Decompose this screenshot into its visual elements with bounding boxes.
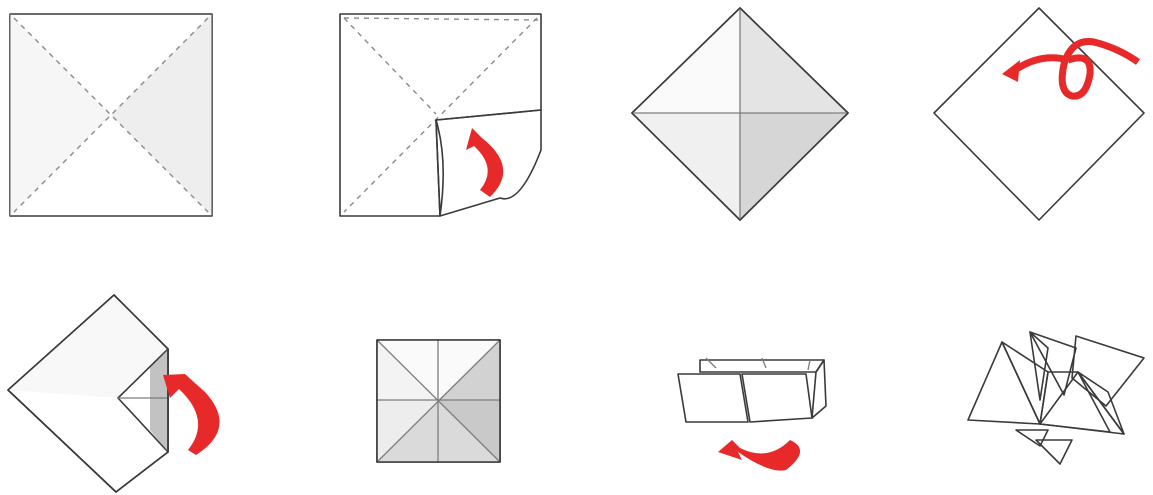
left-pocket <box>678 374 748 422</box>
step-8-fortune-teller <box>968 332 1144 464</box>
step-5-fold-corners-in <box>8 295 220 492</box>
step-4-turn-over <box>934 8 1144 220</box>
step-3-diamond <box>632 8 848 220</box>
step-1-square-paper <box>10 14 212 216</box>
curved-arrow-icon <box>466 128 503 197</box>
step-6-small-square <box>377 340 500 462</box>
right-pocket <box>742 374 812 422</box>
curved-arrow-icon <box>718 440 800 471</box>
curved-arrow-icon <box>163 374 220 455</box>
step-7-open-pockets <box>678 358 826 471</box>
step-2-fold-corner <box>340 14 541 216</box>
